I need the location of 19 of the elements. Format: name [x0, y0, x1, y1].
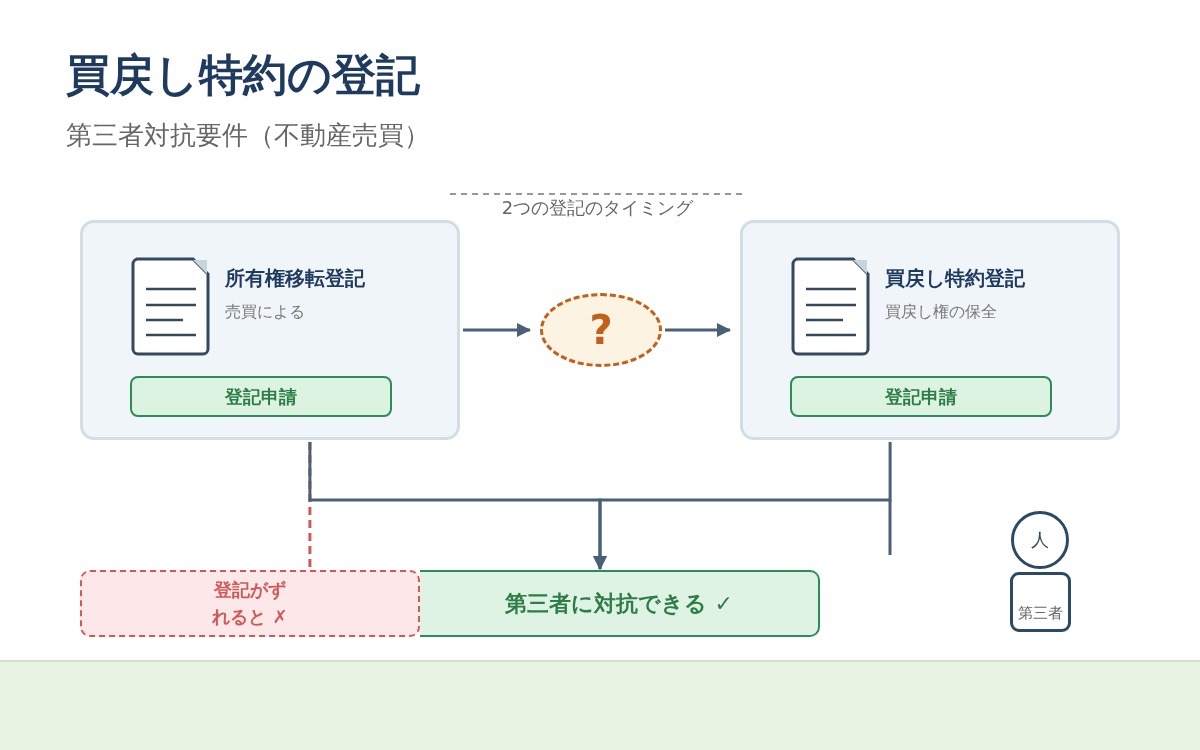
warning-box: 登記がずれると ✗	[80, 570, 420, 637]
card	[80, 220, 460, 440]
arrow	[593, 442, 892, 570]
title: 買戻し特約の登記	[66, 48, 420, 102]
card-heading: 所有権移転登記	[225, 265, 365, 292]
card	[740, 220, 1120, 440]
person-head: 人	[1011, 511, 1069, 569]
arrow	[463, 323, 531, 337]
card-heading: 買戻し特約登記	[885, 265, 1025, 292]
status-bar: 登記申請	[130, 376, 392, 417]
result-box: 第三者に対抗できる ✓	[420, 570, 820, 637]
person-body: 第三者	[1010, 572, 1071, 632]
subtitle: 第三者対抗要件（不動産売買）	[66, 119, 430, 152]
card-subtext: 売買による	[225, 302, 305, 323]
card-subtext: 買戻し権の保全	[885, 302, 997, 323]
status-bar: 登記申請	[790, 376, 1052, 417]
section-label: 2つの登記のタイミング	[500, 196, 695, 220]
question-ellipse: ?	[540, 293, 662, 367]
arrow	[665, 323, 731, 337]
